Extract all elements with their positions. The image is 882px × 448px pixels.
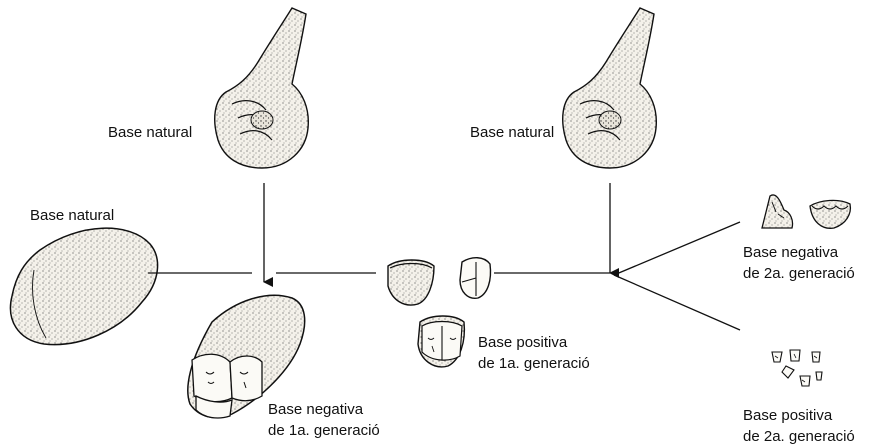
label-negative-base-2-line1: Base negativa <box>743 244 838 262</box>
label-hand-right: Base natural <box>470 124 554 142</box>
label-negative-base-1-line1: Base negativa <box>268 401 363 419</box>
label-positive-base-2-line2: de 2a. generació <box>743 428 855 446</box>
label-positive-base-1-line1: Base positiva <box>478 334 567 352</box>
label-hand-left: Base natural <box>108 124 192 142</box>
label-positive-base-2-line1: Base positiva <box>743 407 832 425</box>
label-positive-base-1-line2: de 1a. generació <box>478 355 590 373</box>
label-natural-cobble: Base natural <box>30 207 114 225</box>
negative-base-1-icon <box>188 295 305 418</box>
hand-left-icon <box>215 8 309 168</box>
hand-right-icon <box>563 8 657 168</box>
positive-base-2-icon <box>772 350 822 386</box>
negative-base-2-icon <box>762 195 850 228</box>
label-negative-base-2-line2: de 2a. generació <box>743 265 855 283</box>
label-negative-base-1-line2: de 1a. generació <box>268 422 380 440</box>
natural-cobble-icon <box>10 228 157 344</box>
positive-base-1-icon <box>388 258 491 367</box>
